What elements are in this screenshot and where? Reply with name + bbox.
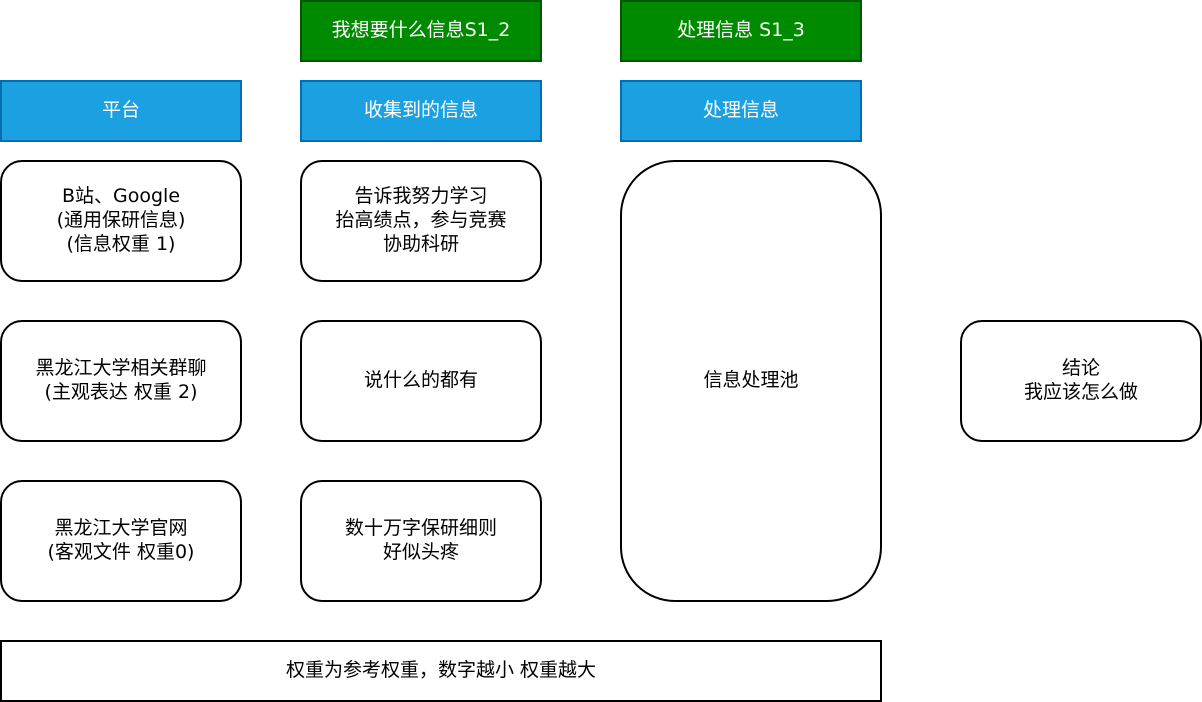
platform-bilibili-google: B站、Google (通用保研信息) (信息权重 1)	[0, 160, 242, 282]
conclusion-box: 结论 我应该怎么做	[960, 320, 1202, 442]
collected-info-general: 告诉我努力学习 抬高绩点，参与竞赛 协助科研	[300, 160, 542, 282]
collected-info-group-chat: 说什么的都有	[300, 320, 542, 442]
platform-official-site: 黑龙江大学官网 (客观文件 权重0)	[0, 480, 242, 602]
processing-pool: 信息处理池	[620, 160, 882, 602]
collected-info-official: 数十万字保研细则 好似头疼	[300, 480, 542, 602]
stage-label-s1-2: 我想要什么信息S1_2	[300, 0, 542, 62]
stage-label-s1-3: 处理信息 S1_3	[620, 0, 862, 62]
header-collected-info: 收集到的信息	[300, 80, 542, 142]
platform-group-chat: 黑龙江大学相关群聊 (主观表达 权重 2)	[0, 320, 242, 442]
header-processing: 处理信息	[620, 80, 862, 142]
header-platform: 平台	[0, 80, 242, 142]
footnote-weight-explanation: 权重为参考权重，数字越小 权重越大	[0, 640, 882, 702]
